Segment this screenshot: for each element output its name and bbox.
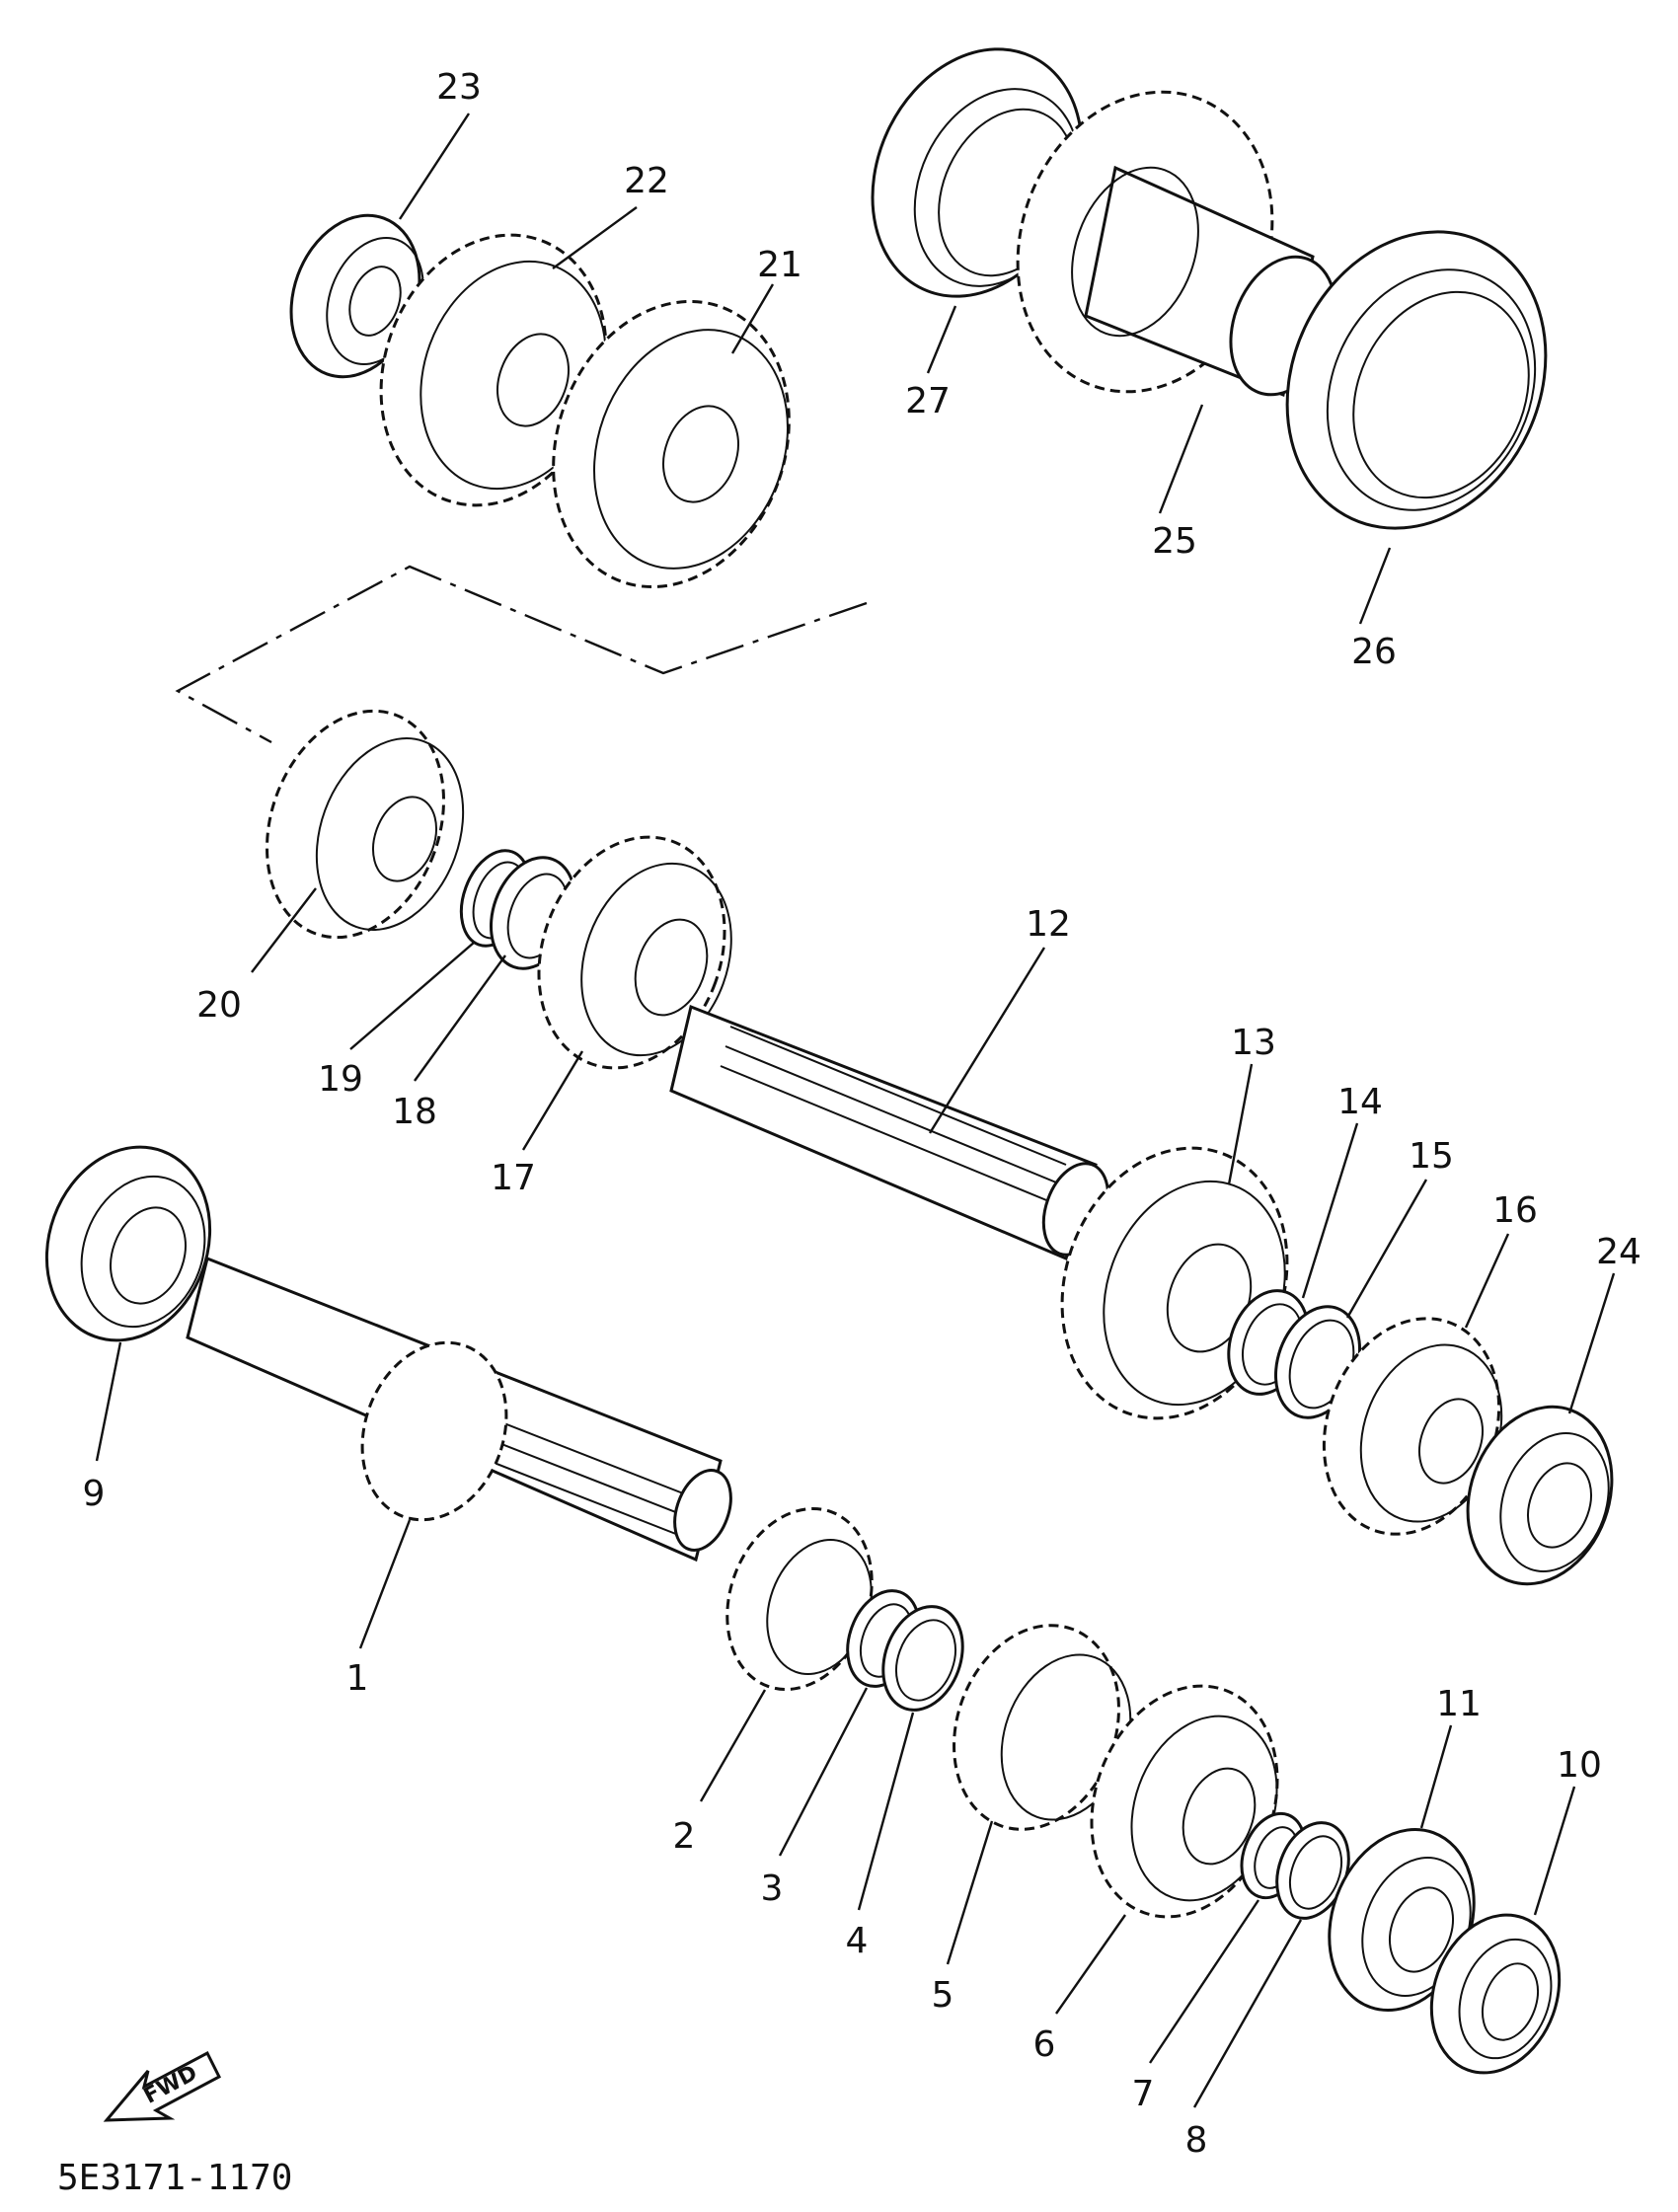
label-15: 15 — [1409, 1136, 1454, 1177]
label-10: 10 — [1557, 1745, 1602, 1786]
label-9: 9 — [83, 1474, 106, 1514]
label-22: 22 — [624, 161, 669, 201]
part-labels: 23 22 21 27 25 26 20 19 18 17 12 13 14 1… — [83, 67, 1641, 2161]
label-7: 7 — [1132, 2074, 1155, 2114]
label-3: 3 — [761, 1869, 784, 1909]
bearing-26 — [1285, 230, 1548, 530]
label-13: 13 — [1231, 1023, 1276, 1063]
label-21: 21 — [757, 245, 802, 285]
drawing-code: 5E3171-1170 — [57, 2158, 292, 2198]
gear-21 — [552, 299, 791, 589]
label-4: 4 — [846, 1921, 869, 1961]
label-12: 12 — [1026, 904, 1071, 945]
gear-20 — [266, 709, 465, 940]
bearing-9 — [44, 1145, 212, 1342]
label-11: 11 — [1436, 1684, 1482, 1724]
label-5: 5 — [932, 1975, 954, 2016]
label-23: 23 — [436, 67, 482, 108]
seal-10 — [1429, 1913, 1562, 2075]
label-8: 8 — [1185, 2120, 1208, 2161]
label-25: 25 — [1152, 521, 1197, 562]
circlip-8 — [1275, 1821, 1350, 1920]
label-1: 1 — [346, 1658, 369, 1699]
label-6: 6 — [1033, 2024, 1056, 2065]
label-26: 26 — [1351, 632, 1397, 672]
circlip-4 — [881, 1605, 964, 1712]
shaft-1 — [186, 1256, 732, 1563]
label-18: 18 — [392, 1092, 437, 1132]
gear-2 — [725, 1506, 874, 1692]
shaft-12 — [669, 1004, 1110, 1261]
label-24: 24 — [1596, 1232, 1641, 1272]
label-20: 20 — [196, 985, 242, 1026]
label-19: 19 — [318, 1059, 363, 1100]
group-bracket — [175, 565, 868, 744]
forward-arrow-icon: FWD — [103, 2050, 221, 2122]
label-14: 14 — [1337, 1082, 1383, 1122]
gear-17 — [537, 835, 732, 1070]
label-17: 17 — [491, 1158, 536, 1198]
gear-25 — [1016, 90, 1337, 398]
leader-lines — [95, 113, 1616, 2108]
label-2: 2 — [673, 1816, 696, 1857]
label-27: 27 — [905, 381, 951, 421]
label-16: 16 — [1492, 1190, 1538, 1231]
